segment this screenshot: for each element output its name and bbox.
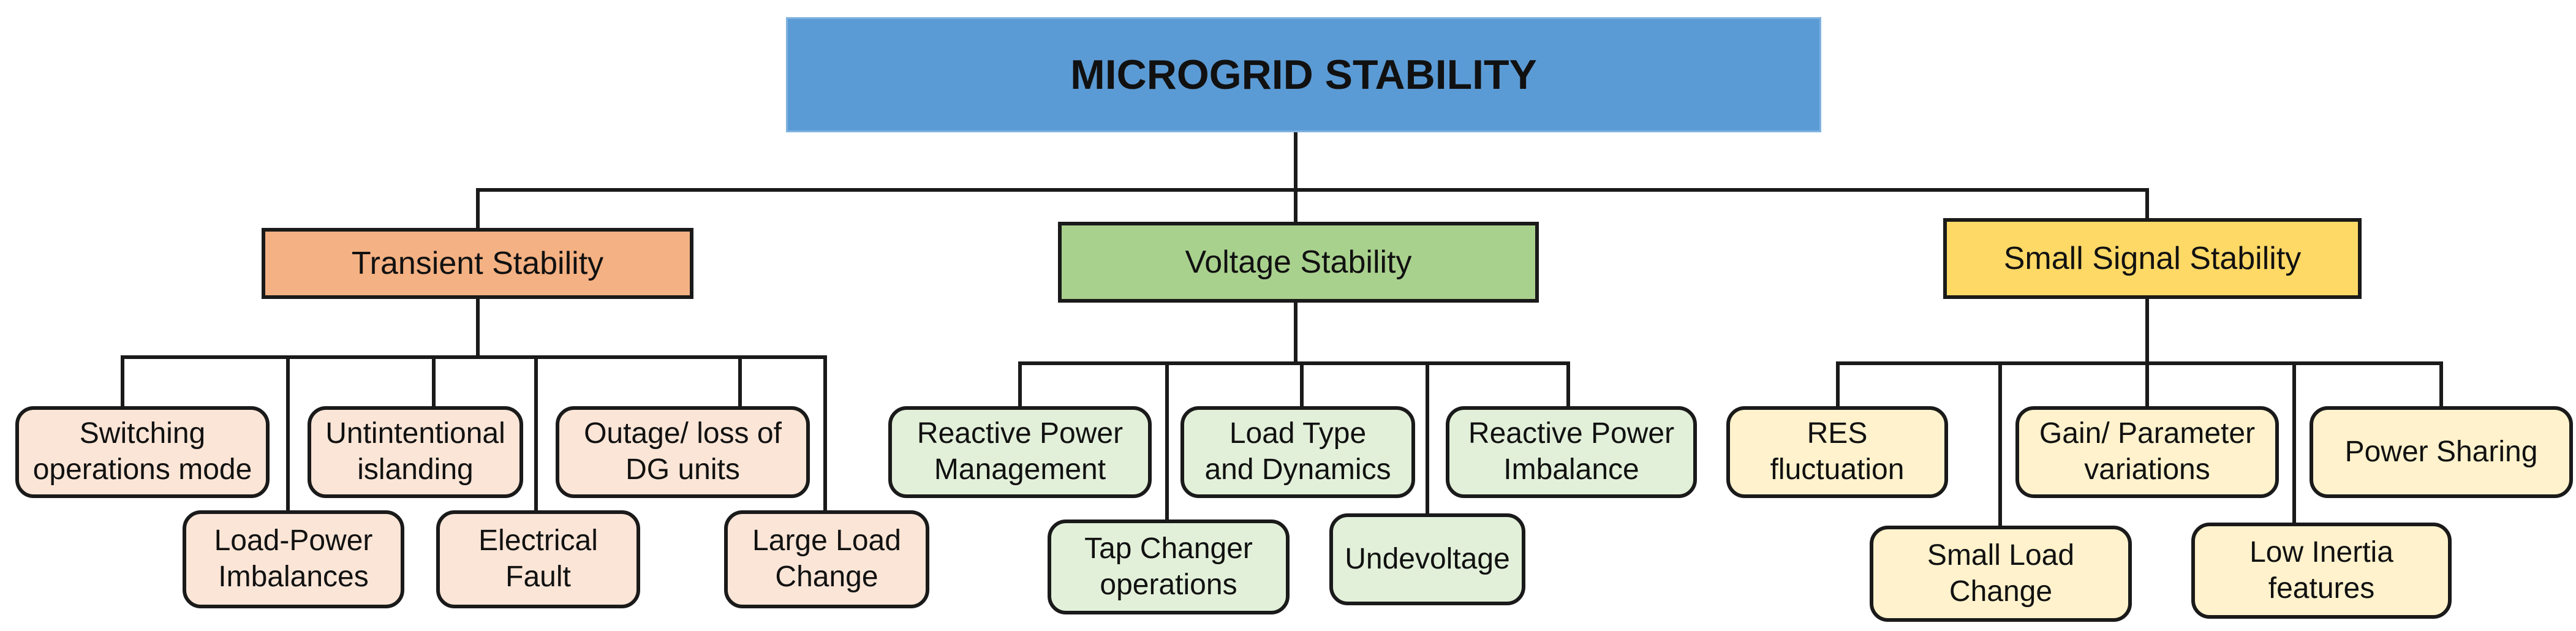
leaf-switching-operations-mode: Switching operations mode (15, 406, 270, 498)
leaf-res-fluctuation: RES fluctuation (1726, 406, 1948, 498)
leaf-undevoltage: Undevoltage (1329, 513, 1525, 605)
leaf-reactive-power-imbalance: Reactive Power Imbalance (1446, 406, 1697, 498)
leaf-outage-loss-of-dg-units: Outage/ loss of DG units (556, 406, 810, 498)
diagram-title: MICROGRID STABILITY (786, 17, 1821, 132)
leaf-tap-changer-operations: Tap Changer operations (1048, 520, 1290, 614)
leaf-load-power-imbalances: Load-Power Imbalances (183, 510, 404, 608)
leaf-large-load-change: Large Load Change (724, 510, 929, 608)
leaf-small-load-change: Small Load Change (1870, 526, 2132, 622)
leaf-gain-parameter-variations: Gain/ Parameter variations (2015, 406, 2279, 498)
leaf-power-sharing: Power Sharing (2310, 406, 2573, 498)
category-transient-stability: Transient Stability (262, 228, 693, 299)
category-small-signal-stability: Small Signal Stability (1943, 218, 2362, 299)
leaf-reactive-power-management: Reactive Power Management (888, 406, 1152, 498)
leaf-electrical-fault: Electrical Fault (436, 510, 640, 608)
leaf-load-type-and-dynamics: Load Type and Dynamics (1180, 406, 1415, 498)
category-voltage-stability: Voltage Stability (1058, 222, 1539, 303)
leaf-untintentional-islanding: Untintentional islanding (308, 406, 523, 498)
leaf-low-inertia-features: Low Inertia features (2191, 523, 2452, 619)
